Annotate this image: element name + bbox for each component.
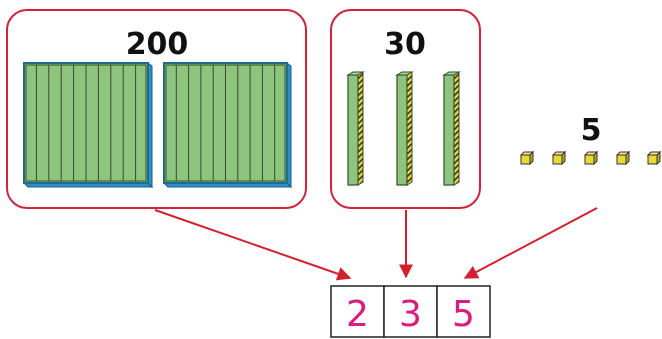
ones-cube-3-icon [583,150,599,166]
hundreds-flat-2-icon [162,62,293,189]
hundreds-digit-box [330,285,385,338]
hundreds-flat-1-icon [22,62,154,189]
tens-label: 30 [384,27,426,62]
ones-cube-2-icon [551,150,567,166]
hundreds-group: 200 [6,9,307,209]
hundreds-arrow [154,209,352,281]
ones-cube-1-icon [519,150,535,166]
hundreds-label: 200 [126,27,189,62]
tens-digit-box [383,285,438,338]
place-value-boxes: 2 3 5 [330,285,491,338]
ones-group: 5 [519,113,662,166]
ones-cube-5-icon [646,150,662,166]
tens-digit: 3 [399,294,422,335]
tens-rod-2-icon [395,71,414,186]
ones-digit: 5 [452,294,475,335]
ones-label: 5 [581,113,602,148]
tens-rod-3-icon [442,71,461,186]
ones-arrow [463,207,598,279]
tens-rod-1-icon [346,71,365,186]
hundreds-digit: 2 [346,294,369,335]
ones-digit-box [436,285,491,338]
ones-cube-4-icon [615,150,631,166]
tens-group: 30 [330,9,481,209]
